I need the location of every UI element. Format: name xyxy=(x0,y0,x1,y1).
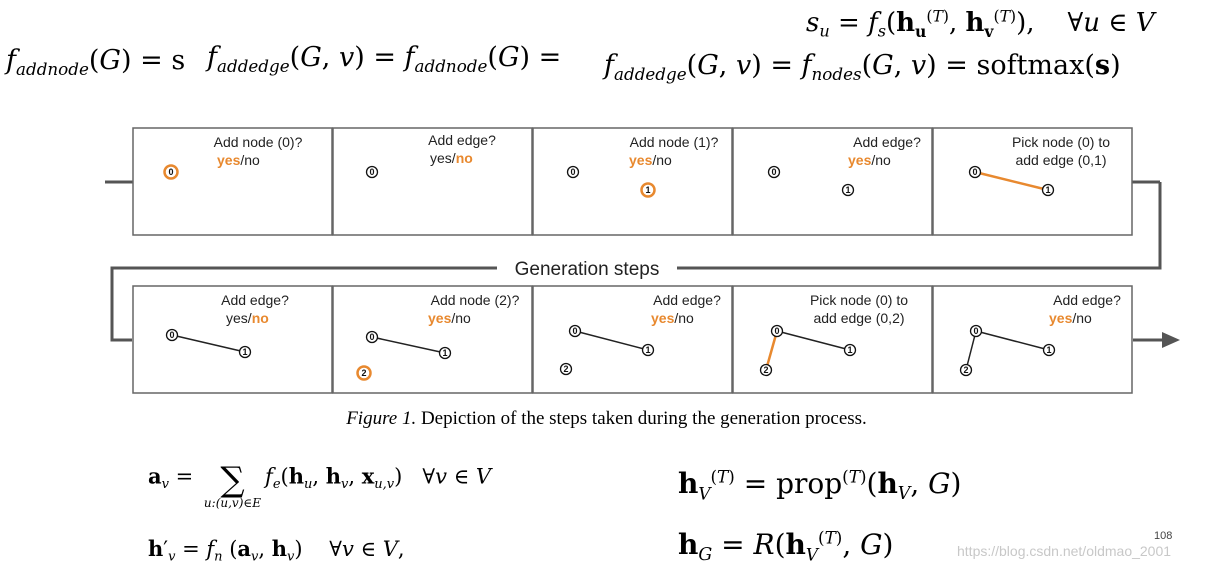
svg-text:1: 1 xyxy=(1046,345,1051,355)
equation-su: su = fs(hu(T), hv(T)), ∀u ∈ V xyxy=(806,7,1155,42)
graph-node-2: 2 xyxy=(759,363,773,377)
svg-text:1: 1 xyxy=(442,348,447,358)
graph-node-2: 2 xyxy=(559,362,573,376)
graph-node-0: 0 xyxy=(968,165,982,179)
edge-0-1 xyxy=(574,330,649,351)
graph-node-0: 0 xyxy=(163,164,179,180)
svg-text:0: 0 xyxy=(973,326,978,336)
step-8-question: Add edge? xyxy=(653,292,721,308)
step-4-answer: yes/no xyxy=(848,152,891,168)
equation-hv-prime: h′v = fn (av, hv) ∀v ∈ V, xyxy=(148,536,405,565)
edge-0-1 xyxy=(371,336,446,354)
step-7-question: Add node (2)? xyxy=(431,292,520,308)
graph-node-0: 0 xyxy=(165,328,179,342)
svg-text:0: 0 xyxy=(168,167,173,177)
svg-text:0: 0 xyxy=(774,326,779,336)
svg-text:0: 0 xyxy=(572,326,577,336)
graph-node-1: 1 xyxy=(1041,183,1055,197)
watermark: https://blog.csdn.net/oldmao_2001 xyxy=(957,543,1172,559)
edge-0-1 xyxy=(776,330,851,351)
edge-0-1 xyxy=(975,330,1050,351)
equation-addedge-2: faddedge(G, v) = fnodes(G, v) = softmax(… xyxy=(604,50,1121,84)
step-1-question: Add node (0)? xyxy=(214,134,303,150)
step-8-answer: yes/no xyxy=(651,310,694,326)
graph-node-0: 0 xyxy=(969,324,983,338)
step-10-question: Add edge? xyxy=(1053,292,1121,308)
svg-text:1: 1 xyxy=(242,347,247,357)
graph-node-0: 0 xyxy=(770,324,784,338)
graph-node-0: 0 xyxy=(566,165,580,179)
equation-hV: hV(T) = prop(T)(hV, G) xyxy=(678,466,962,505)
row-label: Generation steps xyxy=(515,259,660,280)
step-3-answer: yes/no xyxy=(629,152,672,168)
svg-text:1: 1 xyxy=(1045,185,1050,195)
svg-text:2: 2 xyxy=(361,368,366,378)
equation-addedge-1: faddedge(G, v) = faddnode(G) = xyxy=(207,42,562,76)
svg-text:0: 0 xyxy=(369,332,374,342)
edge-0-2-new xyxy=(764,330,779,371)
graph-node-2: 2 xyxy=(959,363,973,377)
generation-figure: Generation steps Add node (0)? yes/no Ad… xyxy=(105,127,1180,394)
graph-node-1: 1 xyxy=(438,346,452,360)
graph-node-1: 1 xyxy=(843,343,857,357)
edge-0-2 xyxy=(965,330,977,371)
svg-text:1: 1 xyxy=(645,345,650,355)
svg-text:0: 0 xyxy=(369,167,374,177)
svg-text:0: 0 xyxy=(169,330,174,340)
step-6-question: Add edge? xyxy=(221,292,289,308)
svg-text:0: 0 xyxy=(570,167,575,177)
graph-node-1: 1 xyxy=(238,345,252,359)
edge-0-1-new xyxy=(974,170,1049,192)
graph-node-1: 1 xyxy=(841,183,855,197)
step-5-question-line2: add edge (0,1) xyxy=(1015,152,1106,168)
step-3-question: Add node (1)? xyxy=(630,134,719,150)
figure-caption: Figure 1. Depiction of the steps taken d… xyxy=(346,408,867,429)
svg-text:0: 0 xyxy=(771,167,776,177)
graph-node-0: 0 xyxy=(568,324,582,338)
graph-node-1: 1 xyxy=(1042,343,1056,357)
graph-node-2: 2 xyxy=(356,365,372,381)
graph-node-0: 0 xyxy=(365,165,379,179)
svg-text:0: 0 xyxy=(972,167,977,177)
svg-text:1: 1 xyxy=(847,345,852,355)
step-9-question-line2: add edge (0,2) xyxy=(813,310,904,326)
svg-text:1: 1 xyxy=(845,185,850,195)
edge-0-1 xyxy=(171,334,246,353)
graph-node-0: 0 xyxy=(767,165,781,179)
equation-hG: hG = R(hV(T), G) xyxy=(678,527,894,566)
page-number: 108 xyxy=(1154,530,1173,542)
step-5-question: Pick node (0) to xyxy=(1012,134,1110,150)
step-2-answer: yes/no xyxy=(430,150,473,166)
step-10-answer: yes/no xyxy=(1049,310,1092,326)
step-2-question: Add edge? xyxy=(428,132,496,148)
step-6-answer: yes/no xyxy=(226,310,269,326)
graph-node-0: 0 xyxy=(365,330,379,344)
step-4-question: Add edge? xyxy=(853,134,921,150)
svg-text:2: 2 xyxy=(563,364,568,374)
graph-node-1: 1 xyxy=(641,343,655,357)
step-9-question: Pick node (0) to xyxy=(810,292,908,308)
svg-text:1: 1 xyxy=(645,185,650,195)
svg-text:2: 2 xyxy=(963,365,968,375)
step-1-answer: yes/no xyxy=(217,152,260,168)
svg-text:2: 2 xyxy=(763,365,768,375)
step-7-answer: yes/no xyxy=(428,310,471,326)
equation-addnode-fragment: faddnode(G) = s xyxy=(6,45,186,79)
graph-node-1: 1 xyxy=(640,182,656,198)
